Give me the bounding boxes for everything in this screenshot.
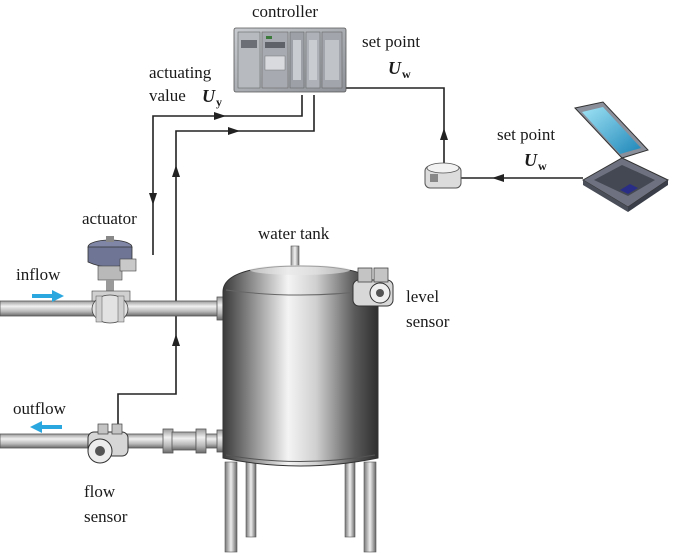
level-sensor-icon — [352, 267, 394, 307]
setpoint-wire-right — [460, 174, 583, 182]
level-sensor-label-line1: level — [406, 287, 439, 306]
flow-sensor-label-line1: flow — [84, 482, 116, 501]
level-sensor-label-line2: sensor — [406, 312, 450, 331]
flow-sensor-label-line2: sensor — [84, 507, 128, 526]
outflow-arrow-icon — [30, 421, 62, 433]
plc-controller-icon — [233, 27, 347, 93]
uw-subscript-right: w — [538, 159, 547, 173]
inflow-arrow-icon — [32, 290, 64, 302]
uw-subscript-top: w — [402, 67, 411, 81]
inflow-label: inflow — [16, 265, 61, 284]
actuating-label-line1: actuating — [149, 63, 212, 82]
control-valve-icon — [87, 236, 137, 324]
outflow-label: outflow — [13, 399, 67, 418]
actuating-label-line2: value — [149, 86, 186, 105]
setpoint-wire-top — [345, 87, 448, 163]
flow-sensor-icon — [87, 423, 129, 464]
laptop-icon — [574, 101, 670, 212]
actuator-label: actuator — [82, 209, 137, 228]
uw-symbol-right: U — [524, 150, 538, 170]
setpoint-device-icon — [424, 162, 462, 189]
uy-subscript: y — [216, 95, 222, 109]
set-point-label-top: set point — [362, 32, 420, 51]
actuating-signal-wire — [149, 95, 303, 255]
uw-symbol-top: U — [388, 58, 402, 78]
uy-symbol: U — [202, 86, 216, 106]
water-tank-label: water tank — [258, 224, 330, 243]
controller-label: controller — [252, 2, 318, 21]
set-point-label-right: set point — [497, 125, 555, 144]
